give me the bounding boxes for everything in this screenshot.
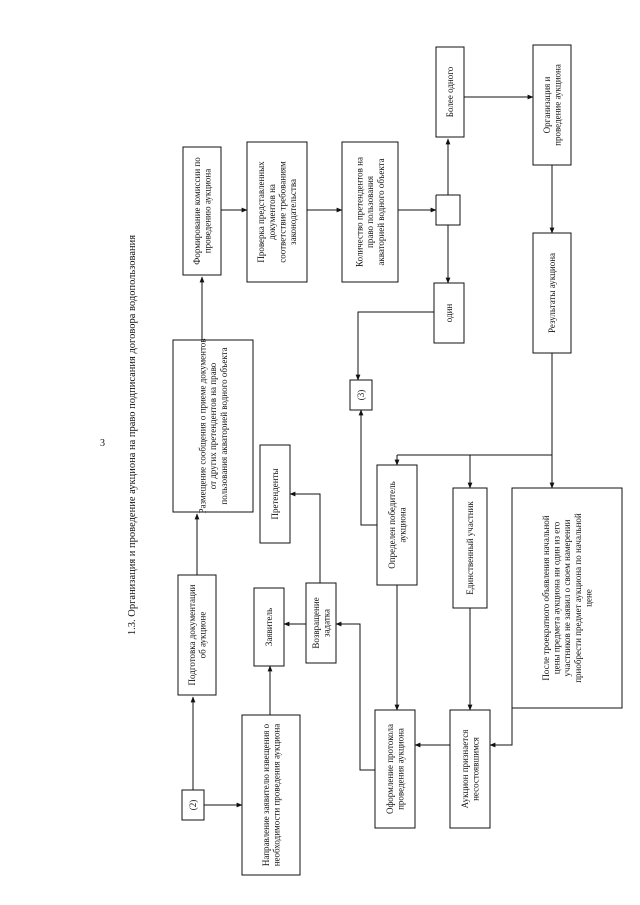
box-kolichestvo: Количество претендентов направо пользова… xyxy=(341,141,399,283)
box-razmeshchenie: Размещение сообщения о приеме документов… xyxy=(172,338,254,514)
box-label: Более одного xyxy=(445,66,455,117)
box-label: Возвращениезадатка xyxy=(311,597,332,648)
connector-protokol-to-vozvr xyxy=(335,621,375,771)
box-frame xyxy=(433,282,465,344)
box-label: (2) xyxy=(188,800,198,811)
box-frame xyxy=(532,232,572,354)
box-label: Организация ипроведение аукциона xyxy=(542,64,563,146)
box-nesost: Аукцион признаетсянесостоявшимся xyxy=(449,709,491,829)
box-frame xyxy=(511,487,623,709)
box-ref2: (2) xyxy=(181,789,205,821)
box-frame xyxy=(532,44,572,166)
connector-vozvr-to-pretendenty xyxy=(289,491,321,583)
box-label: Аукцион признаетсянесостоявшимся xyxy=(460,730,481,809)
box-protokol: Оформление протоколапроведения аукциона xyxy=(374,709,416,829)
box-frame xyxy=(452,487,488,609)
box-label: Направление заявителю извещения онеобход… xyxy=(261,723,282,866)
box-organizatsiya: Организация ипроведение аукциона xyxy=(532,44,572,166)
box-frame xyxy=(182,146,222,276)
connector-pobeditel-to-ref3 xyxy=(358,409,377,526)
box-pobeditel: Определен победительаукциона xyxy=(376,464,418,586)
box-frame xyxy=(449,709,491,829)
connector-posle-to-nesost xyxy=(489,708,513,748)
box-frame xyxy=(181,789,205,821)
box-rezultaty: Результаты аукциона xyxy=(532,232,572,354)
box-frame xyxy=(246,141,308,283)
box-label: Количество претендентов направо пользова… xyxy=(355,157,386,267)
box-label: Подготовка документацииоб аукционе xyxy=(187,584,208,685)
box-proverka: Проверка представленныхдокументов насоот… xyxy=(246,141,308,283)
page-number: 3 xyxy=(100,438,105,449)
box-edinstvenny: Единственный участник xyxy=(452,487,488,609)
box-frame xyxy=(177,574,217,696)
box-label: Размещение сообщения о приеме документов… xyxy=(198,338,229,513)
box-label: Результаты аукциона xyxy=(547,253,557,333)
connector-branch-box xyxy=(435,194,461,226)
box-frame xyxy=(253,587,285,667)
box-label: Претенденты xyxy=(270,468,280,519)
box-notice: Направление заявителю извещения онеобход… xyxy=(241,714,301,876)
box-label: Формирование комиссии попроведению аукци… xyxy=(192,157,213,265)
box-vozvrashchenie: Возвращениезадатка xyxy=(305,582,337,664)
box-zayavitel: Заявитель xyxy=(253,587,285,667)
box-label: один xyxy=(444,304,454,323)
box-frame xyxy=(241,714,301,876)
box-frame xyxy=(172,339,254,513)
box-frame xyxy=(376,464,418,586)
box-label: Оформление протоколапроведения аукциона xyxy=(385,724,406,814)
box-komissiya: Формирование комиссии попроведению аукци… xyxy=(182,146,222,276)
box-frame xyxy=(259,444,291,544)
box-frame xyxy=(341,141,399,283)
connectors xyxy=(190,94,555,808)
page-title: 1.3. Организация и проведение аукциона н… xyxy=(127,235,138,635)
box-label: После троекратного объявления начальнойц… xyxy=(541,513,593,683)
box-frame xyxy=(435,46,465,138)
box-frame xyxy=(374,709,416,829)
box-bolee: Более одного xyxy=(435,46,465,138)
box-prep-docs: Подготовка документацииоб аукционе xyxy=(177,574,217,696)
box-posle: После троекратного объявления начальнойц… xyxy=(511,487,623,709)
box-frame xyxy=(349,379,373,411)
box-label: Заявитель xyxy=(264,608,274,646)
box-ref3: (3) xyxy=(349,379,373,411)
box-label: Единственный участник xyxy=(465,501,475,595)
connector-odin-to-ref3 xyxy=(355,311,434,381)
box-label: (3) xyxy=(356,390,366,401)
box-label: Определен победительаукциона xyxy=(387,481,408,568)
box-odin: один xyxy=(433,282,465,344)
boxes: (2) Направление заявителю извещения онеоб… xyxy=(172,44,623,876)
box-frame xyxy=(305,582,337,664)
box-pretendenty: Претенденты xyxy=(259,444,291,544)
box-label: Проверка представленныхдокументов насоот… xyxy=(256,161,298,263)
